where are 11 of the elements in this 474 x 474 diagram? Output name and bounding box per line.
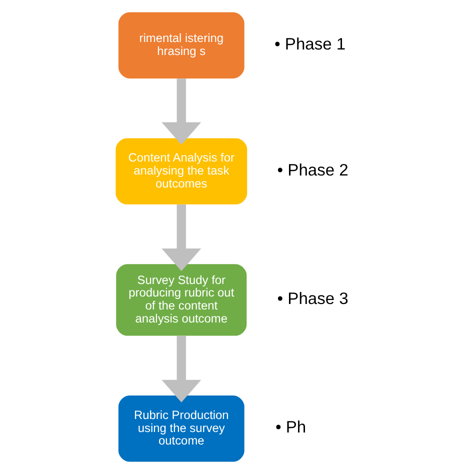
node-label: • Phase 3 [277,289,348,308]
arrow [162,204,202,272]
node-label: • Ph [275,418,306,437]
node-box: rimental istering hrasing s [118,12,244,78]
node-label: • Phase 1 [274,34,346,54]
arrow [162,336,202,402]
node-label: • Phase 2 [277,160,348,180]
node-box: Rubric Production using the survey outcome [118,396,244,462]
node-box: Survey Study for producing rubric out of the content analysis outcome [116,264,247,336]
node-box: Content Analysis for analysing the task outcomes [116,138,248,204]
arrow [162,78,202,145]
